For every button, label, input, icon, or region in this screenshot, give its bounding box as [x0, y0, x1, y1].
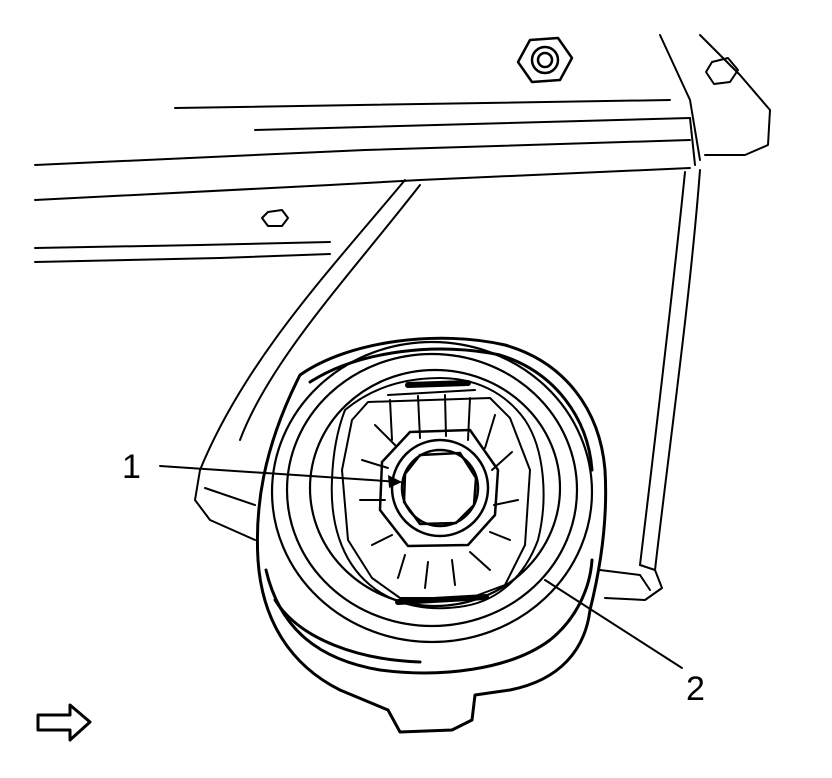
callout-label-1: 1 — [122, 448, 141, 486]
small-fastener — [261, 209, 289, 227]
upper-nut — [516, 36, 574, 84]
center-bolt — [378, 428, 500, 548]
forward-arrow-icon — [36, 703, 92, 742]
bushing-housing — [255, 336, 608, 734]
frame-rail — [34, 34, 771, 263]
bracket-arm — [194, 169, 701, 601]
side-nut — [705, 57, 739, 85]
spoked-insert — [330, 377, 545, 610]
isolator-rings — [270, 340, 594, 644]
callout-label-2: 2 — [686, 670, 705, 708]
leader-line-1 — [159, 465, 401, 483]
leader-arrowheads — [388, 475, 402, 488]
index-marks — [395, 380, 489, 605]
leader-lines — [159, 465, 683, 669]
leader-line-2 — [544, 579, 683, 669]
